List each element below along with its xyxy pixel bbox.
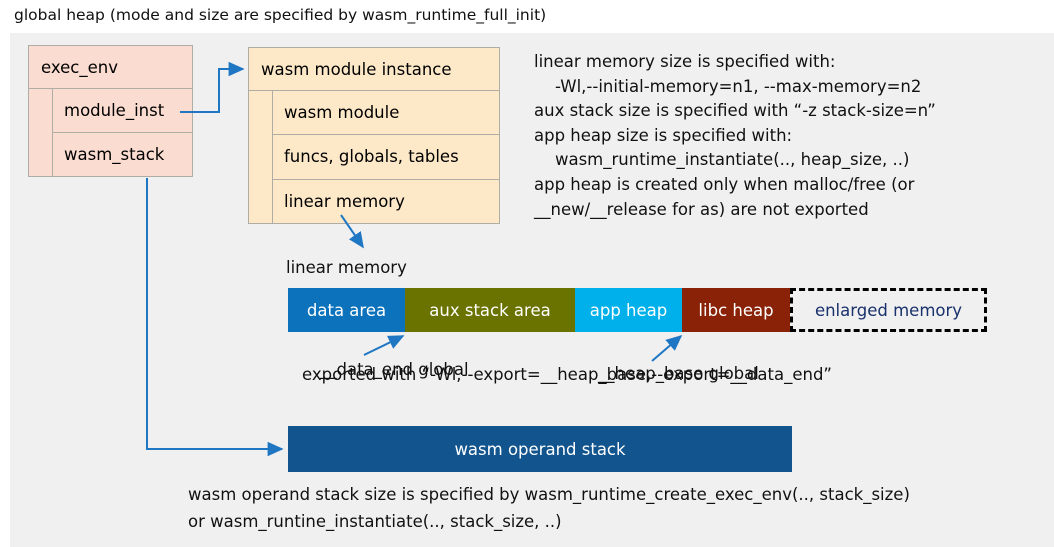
exec-env-header: exec_env <box>29 46 192 89</box>
page-title: global heap (mode and size are specified… <box>14 6 547 24</box>
memory-segment-enlarged-memory: enlarged memory <box>790 288 987 332</box>
module-instance-box: wasm module instance wasm module funcs, … <box>248 47 500 224</box>
module-instance-gutter <box>249 91 273 223</box>
exec-env-row-wasm-stack: wasm_stack <box>53 133 192 176</box>
memory-segment-libc-heap: libc heap <box>682 288 790 332</box>
module-instance-row-funcs-globals-tables: funcs, globals, tables <box>273 135 499 180</box>
data-end-global-label: __data_end global <box>320 360 469 379</box>
memory-segment-aux-stack-area: aux stack area <box>405 288 575 332</box>
exec-env-box: exec_env module_inst wasm_stack <box>28 45 193 177</box>
memory-segment-data-area: data area <box>288 288 405 332</box>
module-instance-header: wasm module instance <box>249 48 499 91</box>
operand-stack-note: wasm operand stack size is specified by … <box>188 485 910 531</box>
module-instance-row-wasm-module: wasm module <box>273 91 499 136</box>
exec-env-gutter <box>29 89 53 176</box>
memory-segment-app-heap: app heap <box>575 288 682 332</box>
module-instance-rows: wasm module funcs, globals, tables linea… <box>273 91 499 223</box>
exported-globals-note: exported with “-Wl,--export=__heap_base,… <box>302 365 832 384</box>
exec-env-body: module_inst wasm_stack <box>29 89 192 176</box>
wasm-operand-stack-box: wasm operand stack <box>288 426 792 472</box>
exec-env-row-module-inst: module_inst <box>53 89 192 133</box>
linear-memory-bar: data area aux stack area app heap libc h… <box>288 288 987 332</box>
linear-memory-note: linear memory size is specified with: -W… <box>534 52 936 219</box>
heap-base-global-label: __heap_base global <box>598 364 759 383</box>
module-instance-row-linear-memory: linear memory <box>273 179 499 223</box>
exec-env-rows: module_inst wasm_stack <box>53 89 192 176</box>
linear-memory-caption: linear memory <box>286 258 407 277</box>
module-instance-body: wasm module funcs, globals, tables linea… <box>249 91 499 223</box>
